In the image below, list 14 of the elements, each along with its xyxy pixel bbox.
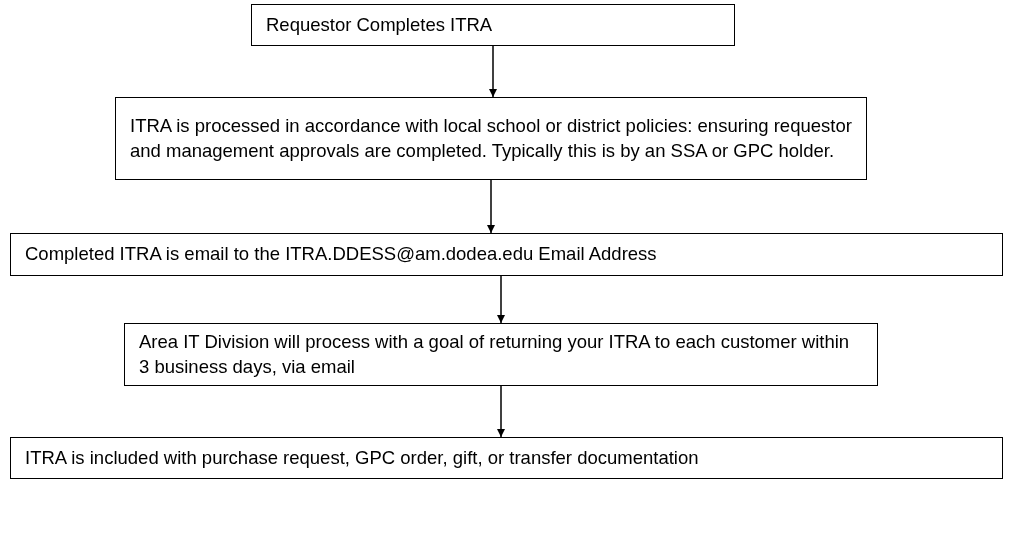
box-text: Completed ITRA is email to the ITRA.DDESS@am.dodea.edu Email Address bbox=[25, 242, 657, 267]
arrow bbox=[497, 275, 505, 324]
process-box bbox=[115, 97, 867, 180]
box-text: ITRA is included with purchase request, GPC order, gift, or transfer documentation bbox=[25, 445, 699, 470]
arrow bbox=[497, 385, 505, 438]
arrow bbox=[487, 179, 495, 234]
box-text: Area IT Division will process with a goal of returning your ITRA to each customer within 3 business days, via email bbox=[139, 330, 851, 379]
process-box bbox=[10, 437, 1003, 479]
process-box bbox=[251, 4, 735, 46]
box-text: ITRA is processed in accordance with local school or district policies: ensuring requestor and management approvals are completed. Typically this is by an SSA or GPC holder. bbox=[130, 114, 852, 163]
process-box bbox=[10, 233, 1003, 276]
process-box bbox=[124, 323, 878, 386]
arrow bbox=[489, 45, 497, 98]
box-text: Requestor Completes ITRA bbox=[266, 12, 493, 37]
